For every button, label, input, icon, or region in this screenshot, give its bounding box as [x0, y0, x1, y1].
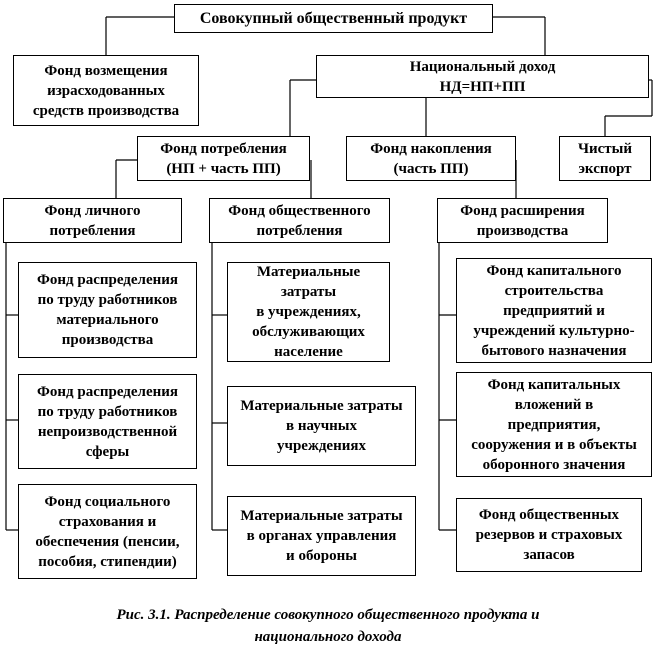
node-capital-construction-fund: Фонд капитального строительства предприя… [456, 258, 652, 363]
node-accumulation-fund: Фонд накопления (часть ПП) [346, 136, 516, 181]
node-material-costs-science: Материальные затраты в научных учреждени… [227, 386, 416, 466]
node-public-reserves-fund: Фонд общественных резервов и страховых з… [456, 498, 642, 572]
node-national-income: Национальный доход НД=НП+ПП [316, 55, 649, 98]
node-material-costs-institutions: Материальные затраты в учреждениях, обсл… [227, 262, 390, 362]
node-capital-investment-fund: Фонд капитальных вложений в предприятия,… [456, 372, 652, 477]
node-net-export: Чистый экспорт [559, 136, 651, 181]
node-production-expansion: Фонд расширения производства [437, 198, 608, 243]
node-total-social-product: Совокупный общественный продукт [174, 4, 493, 33]
node-labor-material-production: Фонд распределения по труду работников м… [18, 262, 197, 358]
node-replacement-fund: Фонд возмещения израсходованных средств … [13, 55, 199, 126]
node-labor-nonproductive-sphere: Фонд распределения по труду работников н… [18, 374, 197, 469]
figure-caption: Рис. 3.1. Распределение совокупного обще… [116, 607, 540, 645]
node-personal-consumption: Фонд личного потребления [3, 198, 182, 243]
node-social-insurance: Фонд социального страхования и обеспечен… [18, 484, 197, 579]
node-material-costs-government: Материальные затраты в органах управлени… [227, 496, 416, 576]
node-public-consumption: Фонд общественного потребления [209, 198, 390, 243]
node-consumption-fund: Фонд потребления (НП + часть ПП) [137, 136, 310, 181]
